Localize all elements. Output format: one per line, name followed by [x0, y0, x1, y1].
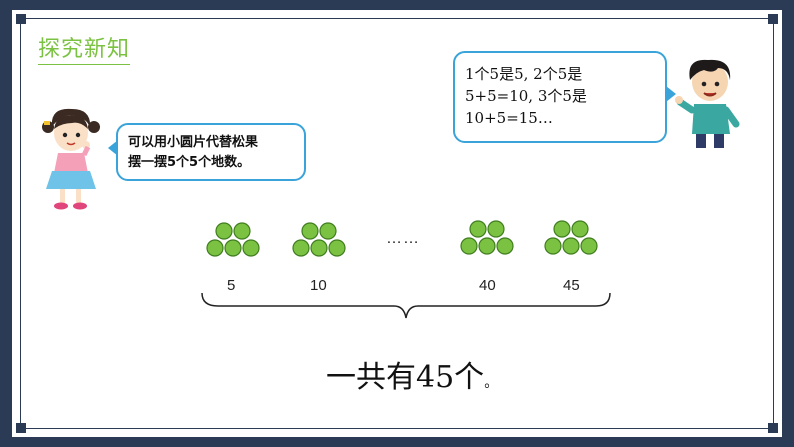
bubble-tail — [666, 86, 676, 102]
section-title: 探究新知 — [38, 36, 131, 65]
total-text: 一共有45个 — [326, 360, 485, 395]
counter-group — [206, 222, 260, 257]
total-statement: 一共有45个。 — [326, 352, 498, 396]
boy-illustration — [675, 59, 740, 148]
group-label: 10 — [310, 277, 327, 294]
counter-dot — [310, 239, 328, 257]
girl-illustration — [42, 108, 100, 210]
boy-speech-line: 1个5是5, 2个5是 — [465, 65, 583, 83]
boy-speech-line: 10+5=15… — [465, 109, 553, 127]
counter-dot — [206, 239, 224, 257]
counter-group — [292, 222, 346, 257]
counter-dot — [242, 239, 260, 257]
counter-dot — [301, 222, 319, 240]
slide-frame — [20, 18, 774, 429]
counter-dot — [469, 220, 487, 238]
counter-dot — [224, 239, 242, 257]
curly-brace — [201, 292, 611, 319]
counter-dot — [496, 237, 514, 255]
corner-decoration — [16, 14, 26, 24]
counter-dot — [553, 220, 571, 238]
girl-speech-line: 可以用小圆片代替松果 — [128, 135, 259, 150]
counter-dot — [487, 220, 505, 238]
counter-dot — [544, 237, 562, 255]
total-period: 。 — [484, 375, 499, 391]
ellipsis: …… — [386, 230, 420, 247]
corner-decoration — [768, 423, 778, 433]
counter-group — [544, 220, 598, 255]
slide: 探究新知 可以用小圆片代替松果 摆一摆5个5个地数。 1个5是5, 2个5是 5… — [12, 10, 782, 437]
boy-speech-line: 5+5=10, 3个5是 — [465, 87, 587, 105]
counter-group — [460, 220, 514, 255]
counter-dot — [580, 237, 598, 255]
counter-dot — [460, 237, 478, 255]
boy-speech-bubble: 1个5是5, 2个5是 5+5=10, 3个5是 10+5=15… — [453, 51, 667, 143]
group-label: 45 — [563, 277, 580, 294]
bubble-tail — [108, 140, 118, 156]
corner-decoration — [768, 14, 778, 24]
counter-dot — [478, 237, 496, 255]
counter-dot — [292, 239, 310, 257]
counter-groups — [201, 220, 611, 319]
girl-speech-bubble: 可以用小圆片代替松果 摆一摆5个5个地数。 — [116, 123, 306, 181]
counter-dot — [571, 220, 589, 238]
corner-decoration — [16, 423, 26, 433]
counter-dot — [215, 222, 233, 240]
counter-dot — [562, 237, 580, 255]
girl-speech-line: 摆一摆5个5个地数。 — [128, 155, 251, 170]
counter-dot — [328, 239, 346, 257]
group-label: 40 — [479, 277, 496, 294]
group-label: 5 — [227, 277, 236, 294]
counter-dot — [233, 222, 251, 240]
counter-dot — [319, 222, 337, 240]
